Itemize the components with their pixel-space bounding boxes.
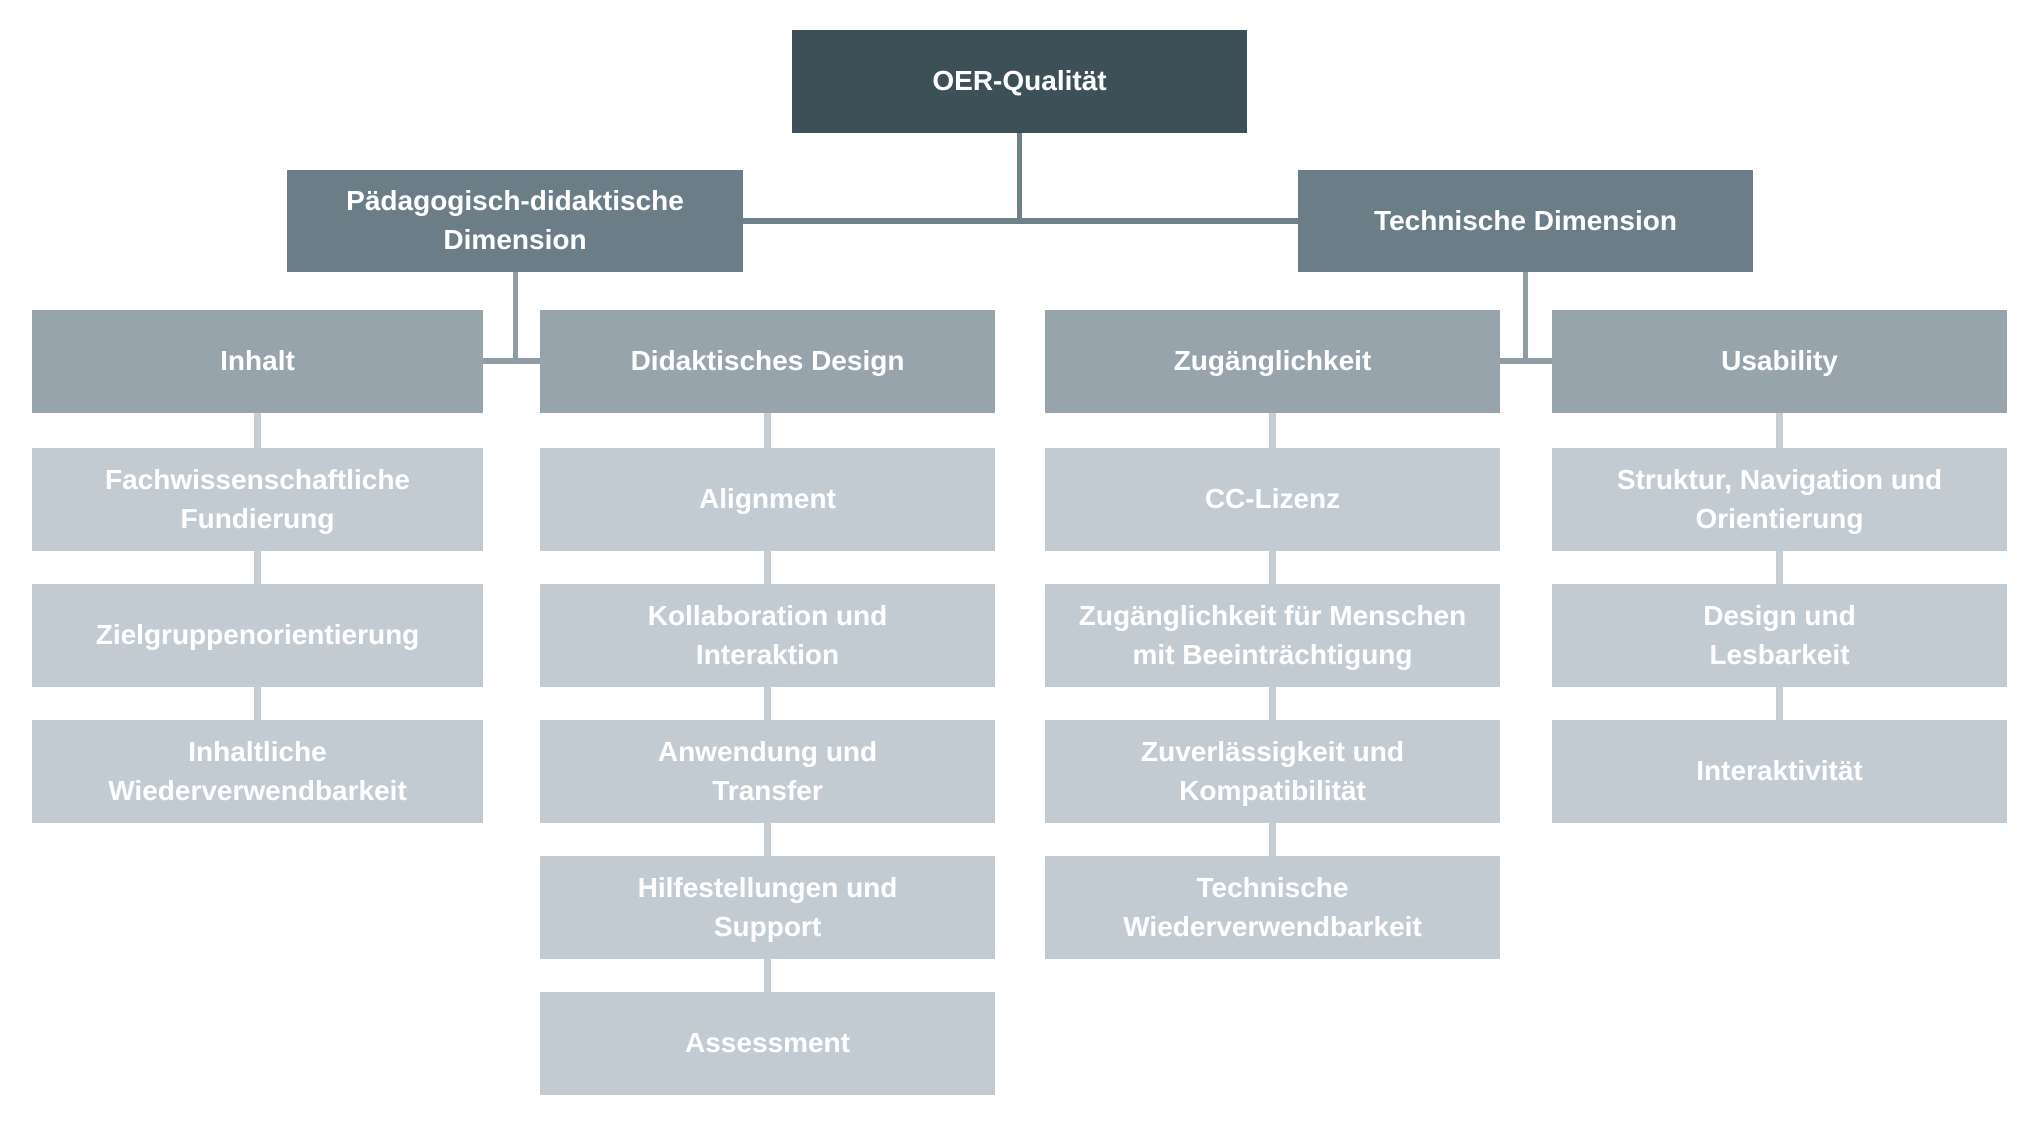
item-fachwissenschaftliche-fundierung: Fachwissenschaftliche Fundierung (32, 448, 483, 551)
column-header-zugaenglichkeit: Zugänglichkeit (1045, 310, 1500, 413)
item-inhaltliche-wiederverwendbarkeit: Inhaltliche Wiederverwendbarkeit (32, 720, 483, 823)
dimension-paedagogisch-didaktisch-box: Pädagogisch-didaktische Dimension (287, 170, 743, 272)
connector-column-didaktisches-design (764, 413, 771, 997)
item-technische-wiederverwendbarkeit: Technische Wiederverwendbarkeit (1045, 856, 1500, 959)
connector-root-drop (1017, 133, 1022, 224)
column-header-inhalt: Inhalt (32, 310, 483, 413)
oer-qualitaet-box: OER-Qualität (792, 30, 1247, 133)
column-header-usability: Usability (1552, 310, 2007, 413)
connector-paedagogisch-drop (513, 272, 518, 364)
connector-technisch-drop (1523, 272, 1528, 364)
connector-column-inhalt (254, 413, 261, 725)
item-struktur-navigation-orientierung: Struktur, Navigation und Orientierung (1552, 448, 2007, 551)
item-zugaenglichkeit-fuer-menschen: Zugänglichkeit für Menschen mit Beeinträ… (1045, 584, 1500, 687)
item-hilfestellungen-und-support: Hilfestellungen und Support (540, 856, 995, 959)
item-anwendung-und-transfer: Anwendung und Transfer (540, 720, 995, 823)
item-zielgruppenorientierung: Zielgruppenorientierung (32, 584, 483, 687)
connector-paedagogisch-crossbar (483, 358, 540, 364)
connector-column-usability (1776, 413, 1783, 725)
item-alignment: Alignment (540, 448, 995, 551)
connector-technisch-crossbar (1500, 358, 1552, 364)
connector-root-crossbar (743, 218, 1298, 224)
item-interaktivitaet: Interaktivität (1552, 720, 2007, 823)
item-design-und-lesbarkeit: Design und Lesbarkeit (1552, 584, 2007, 687)
item-kollaboration-und-interaktion: Kollaboration und Interaktion (540, 584, 995, 687)
dimension-technisch-box: Technische Dimension (1298, 170, 1753, 272)
item-assessment: Assessment (540, 992, 995, 1095)
item-cc-lizenz: CC-Lizenz (1045, 448, 1500, 551)
item-zuverlaessigkeit-und-kompatibilitaet: Zuverlässigkeit und Kompatibilität (1045, 720, 1500, 823)
column-header-didaktisches-design: Didaktisches Design (540, 310, 995, 413)
